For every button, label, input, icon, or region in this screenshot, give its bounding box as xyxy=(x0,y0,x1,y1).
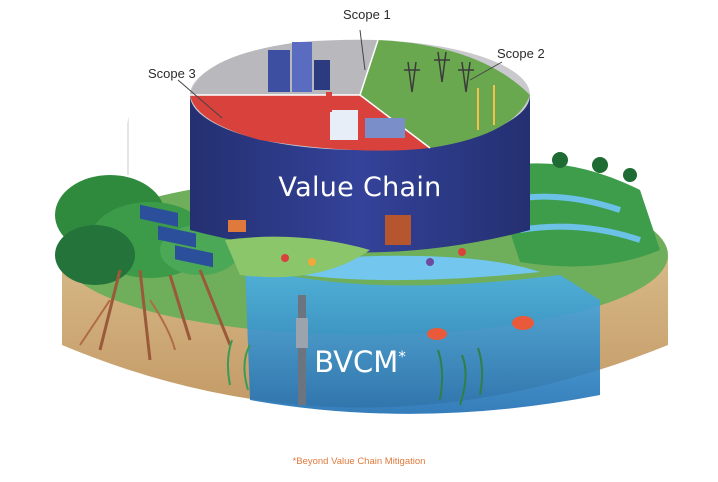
wetlands xyxy=(490,152,660,267)
solar-panels xyxy=(140,204,213,268)
scope-1-label: Scope 1 xyxy=(343,7,391,22)
office-buildings xyxy=(268,42,330,92)
seagrass xyxy=(226,339,484,406)
scope-leader-lines xyxy=(177,29,503,119)
bvcm-text: BVCM xyxy=(314,345,399,379)
farm-field xyxy=(225,215,466,278)
power-towers xyxy=(404,51,495,130)
bvcm-asterisk: * xyxy=(398,347,406,366)
fish-icon xyxy=(427,316,534,340)
bvcm-footnote: *Beyond Value Chain Mitigation xyxy=(292,456,426,467)
wind-turbine-icon xyxy=(118,97,143,175)
sensor-pole xyxy=(296,295,308,405)
scope-3-label: Scope 3 xyxy=(148,66,196,81)
factory-icon xyxy=(326,92,405,140)
value-chain-cylinder xyxy=(190,39,530,253)
value-chain-label: Value Chain xyxy=(278,172,442,203)
bvcm-label: BVCM* xyxy=(300,345,420,379)
scope-2-label: Scope 2 xyxy=(497,46,545,61)
